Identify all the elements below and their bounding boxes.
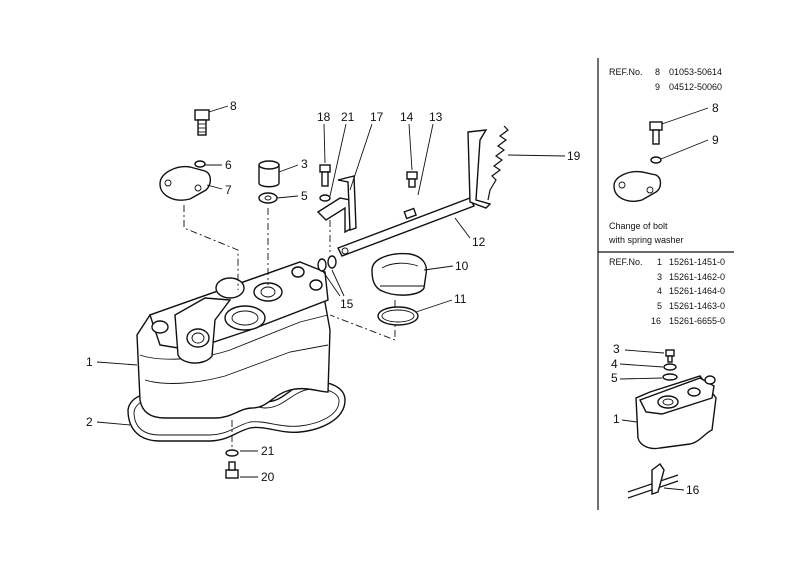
callout-5: 5 [301,189,308,203]
panel-bottom-row-3-part: 15261-1464-0 [669,286,725,296]
cover-plate-7 [159,165,212,201]
callout-1: 1 [86,355,93,369]
panel-top-caption-2: with spring washer [608,235,684,245]
panel-bottom-row-2-no: 3 [657,272,662,282]
bolt-20 [225,461,239,479]
callout-6: 6 [225,158,232,172]
o-ring-15b [327,255,337,269]
washer-5 [258,192,278,204]
panel-bottom-row-1-part: 15261-1451-0 [669,257,725,267]
panel-bottom-row-3-no: 4 [657,286,662,296]
callout-21: 21 [341,110,355,124]
panel-top-row-2-part: 04512-50060 [669,82,722,92]
callout-8: 8 [230,99,237,113]
washer-21-lower [225,449,239,457]
shaft-12 [337,197,475,257]
callout-2: 2 [86,415,93,429]
panel-bottom-callout-4: 4 [611,357,618,371]
panel-bottom-callout-5: 5 [611,371,618,385]
panel-bottom-ref-label: REF.No. [609,257,643,267]
assembly-centre-lines [183,205,396,448]
washer-21 [319,194,331,202]
panel-bottom-row-2-part: 15261-1462-0 [669,272,725,282]
panel-top-bolt [649,121,663,145]
bolt-8 [194,109,210,136]
panel-top-row-1-part: 01053-50614 [669,67,722,77]
spring-19 [487,125,509,201]
panel-bottom-callout-3: 3 [613,342,620,356]
callout-leaders [96,105,566,478]
callout-21-lower: 21 [261,444,275,458]
rocker-cover-assembly [127,261,346,442]
nut-14 [406,171,418,188]
panel-top-callout-9: 9 [712,133,719,147]
oil-cap-10 [371,252,428,296]
panel-bottom-row-4-part: 15261-1463-0 [669,301,725,311]
panel-bottom-row-5-part: 15261-6655-0 [669,316,725,326]
panel-top-callout-8: 8 [712,101,719,115]
callout-20: 20 [261,470,275,484]
o-ring-15a [317,258,327,272]
panel-bottom-row-4-no: 5 [657,301,662,311]
cap-3 [258,160,280,188]
callout-12: 12 [472,235,486,249]
panel-top-spring-washer [650,156,662,164]
callout-11: 11 [454,292,467,306]
panel-bottom-row-5-no: 16 [651,316,661,326]
callout-13: 13 [429,110,443,124]
panel-bottom-callout-1: 1 [613,412,620,426]
callout-10: 10 [455,259,469,273]
panel-top-row-1-no: 8 [655,67,660,77]
callout-14: 14 [400,110,414,124]
panel-bottom-row-1-no: 1 [657,257,662,267]
lever-arm [467,129,492,209]
callout-19: 19 [567,149,581,163]
callout-3: 3 [301,157,308,171]
panel-bottom-callout-16: 16 [686,483,700,497]
panel-top-row-2-no: 9 [655,82,660,92]
panel-bottom-lever-sketch [627,462,679,499]
callout-15: 15 [340,297,354,311]
panel-top-ref-label: REF.No. [609,67,643,77]
callout-17: 17 [370,110,384,124]
callout-7: 7 [225,183,232,197]
panel-bottom-cover-sketch [635,349,717,450]
panel-top-caption-1: Change of bolt [609,221,668,231]
callout-18: 18 [317,110,331,124]
bracket-17 [316,175,357,234]
bolt-18 [319,164,331,187]
washer-6 [194,160,206,168]
panel-top-plate [613,170,662,202]
